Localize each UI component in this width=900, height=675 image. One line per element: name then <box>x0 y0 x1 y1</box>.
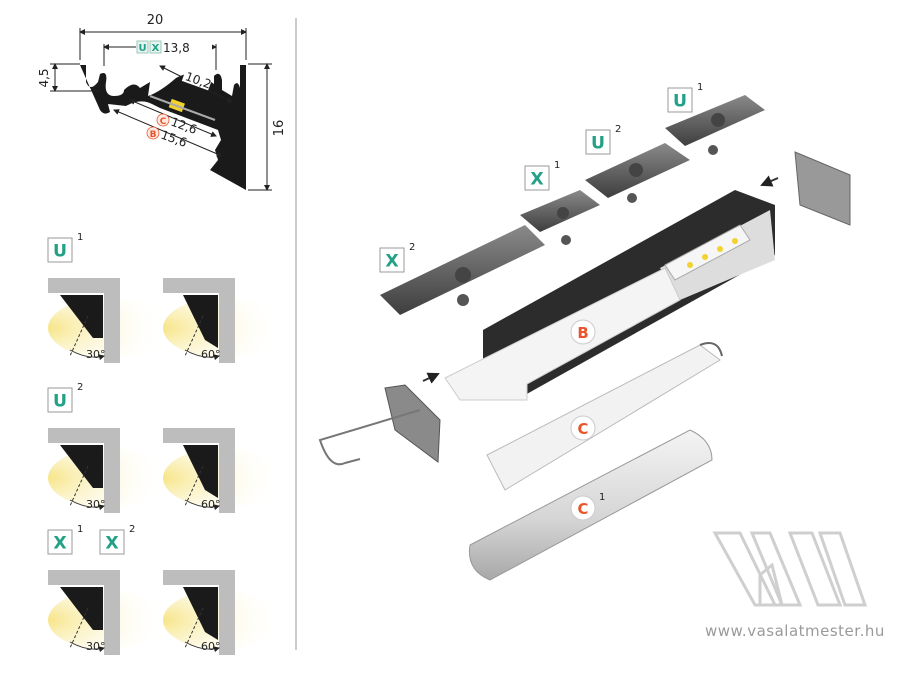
badge-superscript: 2 <box>615 124 621 135</box>
badge-frame <box>667 87 693 113</box>
cover-label-b: B <box>570 319 596 345</box>
mounting-badge: U1 <box>47 232 83 263</box>
clip-x2 <box>380 225 545 315</box>
mounting-diagram: 30° <box>48 570 168 655</box>
mounting-diagram: 60° <box>163 428 283 513</box>
badge-c-small <box>156 113 170 127</box>
clip-x1 <box>520 190 600 245</box>
dim-led-bg <box>181 68 213 91</box>
dim-20-bg <box>145 13 165 26</box>
badge-x-small <box>149 40 162 54</box>
badge-superscript: 1 <box>77 524 83 535</box>
cover-c <box>486 344 721 491</box>
dim-height-total: 16 <box>272 120 287 137</box>
badge-frame <box>99 529 125 555</box>
badge-superscript: 1 <box>599 492 605 503</box>
cover-label-c: C <box>570 415 596 441</box>
clip-u2 <box>585 143 690 203</box>
badge-letter: X <box>53 534 66 554</box>
cover-label-c1: C1 <box>570 492 605 521</box>
website-url[interactable]: www.vasalatmester.hu <box>705 622 885 640</box>
badge-frame <box>47 237 73 263</box>
badge-circle <box>570 415 596 441</box>
mounting-badge: U2 <box>47 382 83 413</box>
badge-superscript: 2 <box>129 524 135 535</box>
angle-label: 60° <box>201 498 221 511</box>
cable <box>318 409 421 466</box>
badge-letter: C <box>578 500 589 518</box>
badge-letter: U <box>53 392 67 412</box>
clip-label-x1: X1 <box>524 160 560 191</box>
badge-letter: X <box>105 534 118 554</box>
badge-frame <box>47 387 73 413</box>
end-cap-left <box>384 384 441 463</box>
badge-letter: U <box>591 134 605 154</box>
angle-label: 30° <box>86 348 106 361</box>
badge-b-small <box>146 126 160 140</box>
badge-letter: C <box>578 420 589 438</box>
badge-frame <box>47 529 73 555</box>
mounting-diagram: 60° <box>163 278 283 363</box>
angle-label: 30° <box>86 498 106 511</box>
badge-letter: X <box>385 252 398 272</box>
angle-label: 60° <box>201 348 221 361</box>
badge-frame <box>585 129 611 155</box>
angle-label: 60° <box>201 640 221 653</box>
badge-letter: U <box>673 92 687 112</box>
end-cap-right <box>794 151 851 226</box>
angle-label: 30° <box>86 640 106 653</box>
mounting-diagram: 60° <box>163 570 283 655</box>
badge-b-small-letter: B <box>150 130 157 140</box>
cover-b <box>444 267 681 401</box>
dim-inner-width: 13,8 <box>163 41 190 55</box>
mounting-badge: X1 <box>47 524 83 555</box>
clip-label-u1: U1 <box>667 82 703 113</box>
badge-superscript: 1 <box>77 232 83 243</box>
dim-width-total: 20 <box>147 13 164 28</box>
exploded-view <box>318 95 851 581</box>
badge-circle <box>570 319 596 345</box>
badge-x-small-letter: X <box>152 43 160 54</box>
badge-c-small-letter: C <box>160 117 167 127</box>
badge-letter: X <box>530 170 543 190</box>
badge-superscript: 2 <box>409 242 415 253</box>
dimension-lines <box>50 28 272 191</box>
mounting-diagram: 30° <box>48 428 168 513</box>
arrow-left-cap <box>422 372 440 384</box>
clip-label-u2: U2 <box>585 124 621 155</box>
badge-letter: U <box>53 242 67 262</box>
badge-superscript: 1 <box>697 82 703 93</box>
badge-superscript: 2 <box>77 382 83 393</box>
clip-label-x2: X2 <box>379 242 415 273</box>
badge-u-small-letter: U <box>138 43 146 54</box>
badge-circle <box>570 495 596 521</box>
mounting-diagram: 30° <box>48 278 168 363</box>
clip-u1 <box>665 95 765 155</box>
badge-u-small <box>136 40 149 54</box>
dim-height-left: 4,5 <box>37 68 51 87</box>
badge-superscript: 1 <box>554 160 560 171</box>
badge-letter: B <box>577 324 588 342</box>
mounting-badge: X2 <box>99 524 135 555</box>
badge-frame <box>524 165 550 191</box>
arrow-right-cap <box>760 175 779 187</box>
badge-frame <box>379 247 405 273</box>
